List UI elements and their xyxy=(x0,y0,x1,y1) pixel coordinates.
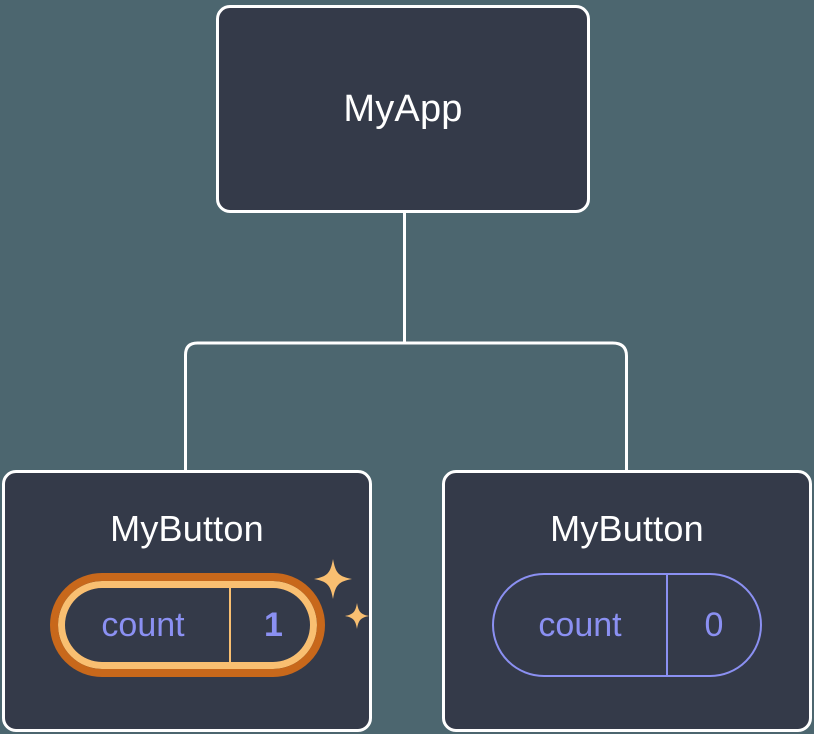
component-node-label: MyApp xyxy=(343,88,463,130)
connector-branch-bar xyxy=(184,341,628,472)
state-pill[interactable]: count 0 xyxy=(492,573,762,677)
state-pill-wrapper: count 0 xyxy=(492,573,762,677)
component-node-myapp[interactable]: MyApp xyxy=(216,5,590,213)
component-node-label: MyButton xyxy=(550,508,704,549)
state-pill-highlighted[interactable]: count 1 xyxy=(49,573,325,677)
state-value: 0 xyxy=(704,606,724,644)
state-pill-divider xyxy=(228,581,231,669)
state-value: 1 xyxy=(264,606,283,644)
component-node-label: MyButton xyxy=(110,508,264,549)
component-node-mybutton-right[interactable]: MyButton count 0 xyxy=(442,470,812,732)
state-pill-divider xyxy=(666,575,668,675)
state-key: count xyxy=(101,606,185,644)
state-pill-wrapper: count 1 xyxy=(49,559,369,677)
component-node-mybutton-left[interactable]: MyButton count 1 xyxy=(2,470,372,732)
state-key: count xyxy=(538,606,622,644)
